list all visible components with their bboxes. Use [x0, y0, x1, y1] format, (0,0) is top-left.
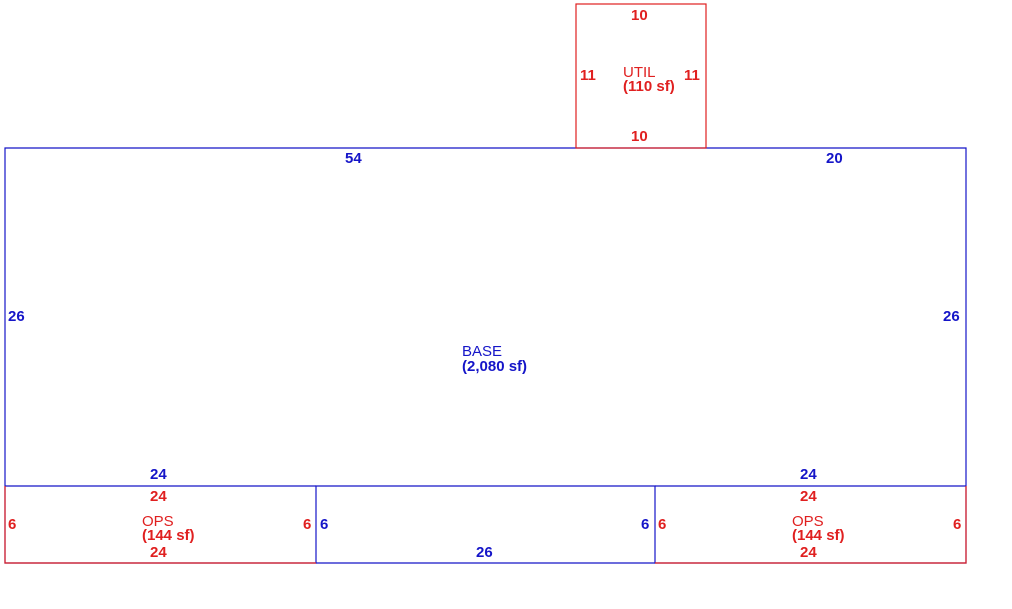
dim-ops-left-top: 24 — [150, 488, 167, 505]
ops-right-outline[interactable] — [655, 486, 967, 564]
dim-base-bottom-left: 24 — [150, 466, 167, 483]
dim-util-right: 11 — [684, 67, 700, 84]
dim-ops-left-left: 6 — [8, 516, 16, 533]
util-area-name: UTIL — [623, 64, 656, 81]
dim-ops-right-right: 6 — [953, 516, 961, 533]
util-outline[interactable] — [575, 3, 707, 149]
dim-ops-left-bottom: 24 — [150, 544, 167, 561]
dim-util-top: 10 — [631, 7, 648, 24]
ops-right-area-size: (144 sf) — [792, 527, 845, 544]
dim-base-top-right: 20 — [826, 150, 843, 167]
dim-ops-right-bottom: 24 — [800, 544, 817, 561]
dim-base-notch-right: 6 — [641, 516, 649, 533]
dim-base-bottom-center: 26 — [476, 544, 493, 561]
ops-left-outline[interactable] — [4, 486, 316, 564]
dim-base-right: 26 — [943, 308, 960, 325]
util-area-size: (110 sf) — [623, 78, 675, 95]
base-area-size: (2,080 sf) — [462, 358, 527, 375]
ops-left-area-size: (144 sf) — [142, 527, 195, 544]
dim-ops-left-right: 6 — [303, 516, 311, 533]
dim-base-notch-left: 6 — [320, 516, 328, 533]
dim-util-left: 11 — [580, 67, 596, 84]
dim-ops-right-top: 24 — [800, 488, 817, 505]
dim-util-bottom: 10 — [631, 128, 648, 145]
dim-base-left: 26 — [8, 308, 25, 325]
dim-ops-right-left: 6 — [658, 516, 666, 533]
ops-left-area-name: OPS — [142, 513, 174, 530]
dim-base-top-left: 54 — [345, 150, 362, 167]
dim-base-bottom-right: 24 — [800, 466, 817, 483]
ops-right-area-name: OPS — [792, 513, 824, 530]
base-area-name: BASE — [462, 343, 502, 360]
